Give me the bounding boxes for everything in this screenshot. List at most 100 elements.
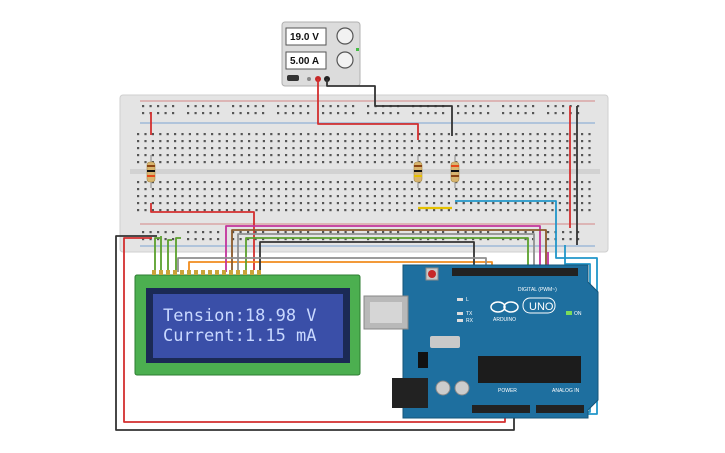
- breadboard-hole[interactable]: [174, 195, 177, 198]
- breadboard-hole[interactable]: [196, 147, 199, 150]
- breadboard-hole[interactable]: [239, 231, 242, 234]
- breadboard-hole[interactable]: [566, 188, 569, 191]
- breadboard-hole[interactable]: [455, 209, 458, 212]
- breadboard-hole[interactable]: [209, 112, 212, 115]
- breadboard-hole[interactable]: [521, 181, 524, 184]
- breadboard-hole[interactable]: [562, 238, 565, 241]
- lcd-pin[interactable]: [152, 270, 156, 275]
- breadboard-hole[interactable]: [307, 147, 310, 150]
- breadboard-hole[interactable]: [159, 154, 162, 157]
- breadboard-hole[interactable]: [447, 147, 450, 150]
- breadboard-hole[interactable]: [521, 154, 524, 157]
- breadboard-hole[interactable]: [524, 105, 527, 108]
- wire-gray-lcd-d6[interactable]: [237, 233, 535, 272]
- breadboard-hole[interactable]: [322, 195, 325, 198]
- lcd-pin[interactable]: [257, 270, 261, 275]
- wire-psu-positive[interactable]: [317, 79, 419, 140]
- breadboard-hole[interactable]: [507, 195, 510, 198]
- breadboard-hole[interactable]: [174, 154, 177, 157]
- breadboard-hole[interactable]: [514, 154, 517, 157]
- breadboard-hole[interactable]: [470, 161, 473, 164]
- breadboard-hole[interactable]: [464, 105, 467, 108]
- breadboard-hole[interactable]: [502, 231, 505, 234]
- breadboard-hole[interactable]: [344, 188, 347, 191]
- breadboard-hole[interactable]: [462, 147, 465, 150]
- breadboard-hole[interactable]: [566, 154, 569, 157]
- breadboard-hole[interactable]: [225, 154, 228, 157]
- breadboard-hole[interactable]: [425, 202, 428, 205]
- breadboard-hole[interactable]: [551, 188, 554, 191]
- breadboard-hole[interactable]: [507, 161, 510, 164]
- breadboard-hole[interactable]: [225, 140, 228, 143]
- breadboard-hole[interactable]: [322, 140, 325, 143]
- breadboard-hole[interactable]: [359, 195, 362, 198]
- breadboard-hole[interactable]: [285, 154, 288, 157]
- breadboard-hole[interactable]: [203, 202, 206, 205]
- breadboard-hole[interactable]: [159, 209, 162, 212]
- wire-green-lcd-4[interactable]: [175, 237, 181, 272]
- breadboard-hole[interactable]: [425, 181, 428, 184]
- breadboard-hole[interactable]: [507, 181, 510, 184]
- breadboard-hole[interactable]: [433, 181, 436, 184]
- breadboard-hole[interactable]: [470, 154, 473, 157]
- breadboard-hole[interactable]: [447, 140, 450, 143]
- breadboard-hole[interactable]: [292, 181, 295, 184]
- breadboard-hole[interactable]: [367, 105, 370, 108]
- breadboard-hole[interactable]: [144, 147, 147, 150]
- breadboard-hole[interactable]: [262, 112, 265, 115]
- lcd-pin[interactable]: [201, 270, 205, 275]
- breadboard-hole[interactable]: [573, 181, 576, 184]
- breadboard-hole[interactable]: [164, 112, 167, 115]
- breadboard-hole[interactable]: [336, 154, 339, 157]
- breadboard-hole[interactable]: [225, 209, 228, 212]
- breadboard-hole[interactable]: [255, 209, 258, 212]
- breadboard-hole[interactable]: [262, 238, 265, 241]
- breadboard-hole[interactable]: [203, 195, 206, 198]
- breadboard-hole[interactable]: [418, 147, 421, 150]
- breadboard-hole[interactable]: [307, 195, 310, 198]
- breadboard-hole[interactable]: [440, 154, 443, 157]
- breadboard-hole[interactable]: [396, 195, 399, 198]
- breadboard-hole[interactable]: [562, 231, 565, 234]
- breadboard-hole[interactable]: [351, 209, 354, 212]
- breadboard-hole[interactable]: [337, 112, 340, 115]
- breadboard-hole[interactable]: [536, 202, 539, 205]
- breadboard-hole[interactable]: [159, 195, 162, 198]
- lcd-pin[interactable]: [180, 270, 184, 275]
- breadboard-hole[interactable]: [366, 181, 369, 184]
- breadboard-hole[interactable]: [188, 195, 191, 198]
- breadboard-hole[interactable]: [396, 140, 399, 143]
- breadboard-hole[interactable]: [554, 112, 557, 115]
- breadboard-hole[interactable]: [351, 154, 354, 157]
- breadboard-hole[interactable]: [562, 112, 565, 115]
- breadboard-hole[interactable]: [418, 209, 421, 212]
- breadboard-hole[interactable]: [159, 140, 162, 143]
- breadboard-hole[interactable]: [514, 195, 517, 198]
- breadboard-hole[interactable]: [292, 154, 295, 157]
- breadboard-hole[interactable]: [151, 140, 154, 143]
- breadboard-hole[interactable]: [507, 188, 510, 191]
- breadboard-hole[interactable]: [188, 154, 191, 157]
- breadboard-hole[interactable]: [344, 202, 347, 205]
- breadboard-hole[interactable]: [329, 195, 332, 198]
- breadboard-hole[interactable]: [149, 238, 152, 241]
- breadboard-hole[interactable]: [566, 195, 569, 198]
- breadboard-hole[interactable]: [292, 140, 295, 143]
- breadboard-hole[interactable]: [337, 231, 340, 234]
- barrel-jack[interactable]: [392, 378, 428, 408]
- lcd-pin[interactable]: [187, 270, 191, 275]
- breadboard-hole[interactable]: [514, 147, 517, 150]
- breadboard-hole[interactable]: [388, 154, 391, 157]
- breadboard-hole[interactable]: [314, 154, 317, 157]
- breadboard-hole[interactable]: [248, 147, 251, 150]
- breadboard-hole[interactable]: [166, 202, 169, 205]
- breadboard-hole[interactable]: [240, 209, 243, 212]
- breadboard-hole[interactable]: [509, 231, 512, 234]
- breadboard-hole[interactable]: [499, 188, 502, 191]
- breadboard-hole[interactable]: [462, 202, 465, 205]
- breadboard-hole[interactable]: [566, 181, 569, 184]
- breadboard-hole[interactable]: [492, 140, 495, 143]
- breadboard-hole[interactable]: [255, 188, 258, 191]
- breadboard-hole[interactable]: [262, 209, 265, 212]
- breadboard-hole[interactable]: [373, 154, 376, 157]
